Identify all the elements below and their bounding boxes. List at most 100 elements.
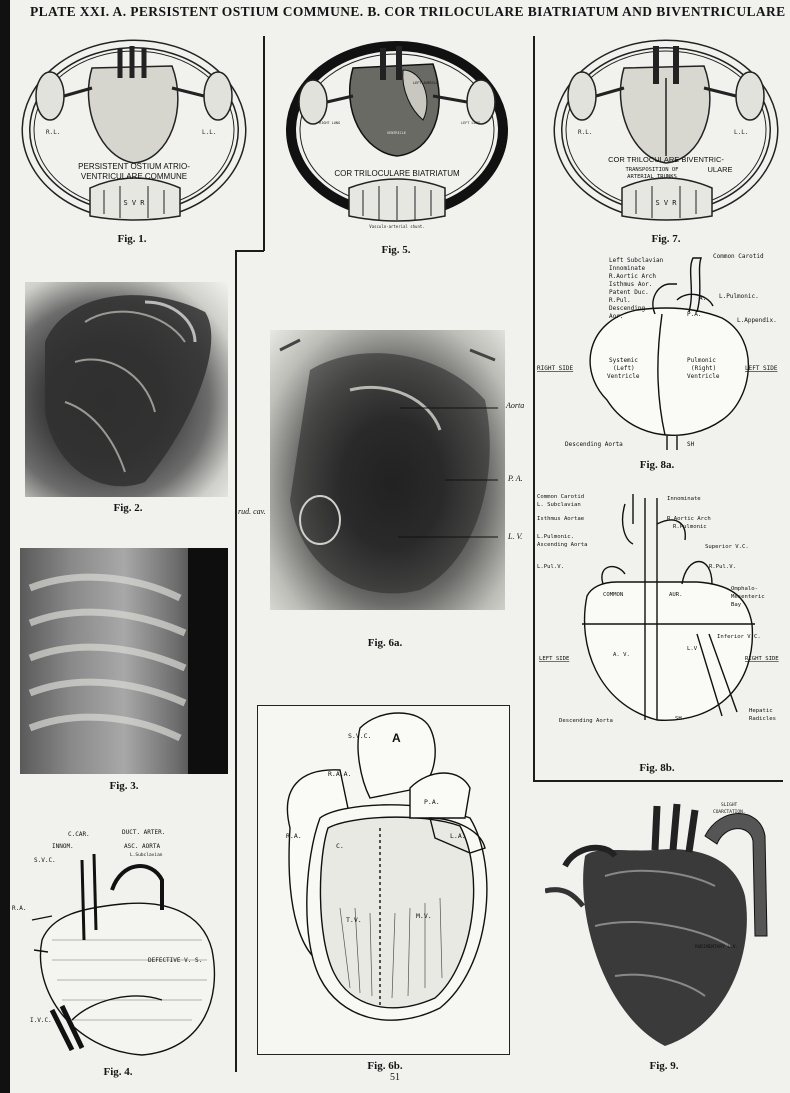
fig8a-a: A. [699, 295, 706, 302]
fig8a-systemic-3: Ventricle [607, 373, 640, 380]
fig4-subclavian: L.Subclavian [130, 852, 163, 858]
fig6b-a: A [392, 731, 401, 745]
fig8a-aor: Aor. [609, 313, 623, 320]
fig8b-aur: AUR. [669, 592, 682, 598]
fig8b-diagram: Common Carotid L. Subclavian Innominate … [537, 484, 783, 739]
fig8b-r-aortic-arch: R.Aortic Arch [667, 516, 711, 522]
fig8b-caption: Fig. 8b. [617, 762, 697, 774]
fig8a-systemic-2: (Left) [613, 365, 635, 372]
fig8b-left-side: LEFT SIDE [539, 656, 570, 662]
fig8a-pulmonic-2: (Right) [691, 365, 716, 372]
fig6a-lv: L. V. [508, 532, 522, 541]
fig6b-pa: P.A. [424, 798, 440, 806]
fig3-xray [20, 548, 228, 774]
fig7-caption: Fig. 7. [626, 233, 706, 245]
divider-vertical-1 [263, 36, 265, 251]
fig8a-caption: Fig. 8a. [617, 459, 697, 471]
fig7-label-line1: COR TRILOCULARE BIVENTRIC- [608, 155, 724, 164]
fig5-left-lung: LEFT LUNG [461, 121, 480, 125]
fig8a-pa: P.A. [687, 311, 701, 318]
fig9-illustration: SLIGHT COARCTATION. RUDIMENTARY L.V. [545, 796, 777, 1054]
divider-vertical-3 [533, 36, 535, 781]
fig9-coarctation: COARCTATION. [713, 809, 746, 815]
fig6b-raa: R.A.A. [328, 770, 351, 778]
fig6a-photo [270, 330, 505, 610]
fig8b-l-pulmonic: L.Pulmonic. [537, 534, 574, 540]
fig8b-av: A. V. [613, 652, 630, 658]
fig8b-ascending-aorta: Ascending Aorta [537, 542, 588, 548]
plate-title: PLATE XXI. A. PERSISTENT OSTIUM COMMUNE.… [30, 4, 770, 20]
fig7-label-line2: ULARE [707, 165, 732, 174]
fig6b-tv: T.V. [346, 916, 362, 924]
fig8a-common-carotid: Common Carotid [713, 253, 764, 260]
fig8a-pulmonic-1: Pulmonic [687, 357, 716, 364]
fig6b-svc: S.V.C. [348, 732, 371, 740]
fig8b-l-pul-v: L.Pul.V. [537, 564, 564, 570]
fig4-caption: Fig. 4. [78, 1066, 158, 1078]
fig6b-mv: M.V. [416, 912, 432, 920]
fig8a-descending-aorta: Descending Aorta [565, 441, 623, 448]
fig9-caption: Fig. 9. [624, 1060, 704, 1072]
fig7-sub1: TRANSPOSITION OF [626, 167, 679, 173]
fig8b-right-side: RIGHT SIDE [745, 656, 779, 662]
fig8a-initials: SH [687, 441, 695, 448]
fig8b-isthmus-aortae: Isthmus Aortae [537, 516, 585, 522]
fig8b-r-pulmonic: R.Pulmonic [673, 524, 707, 530]
fig5-diagram: LEFT AURICLE VENTRICLE RIGHT LUNG LEFT L… [283, 40, 511, 230]
fig8b-common-carotid: Common Carotid [537, 494, 584, 500]
fig4-duct-arter: DUCT. ARTER. [122, 829, 165, 836]
fig1-label-line1: PERSISTENT OSTIUM ATRIO- [78, 162, 190, 171]
fig8b-omphalo-3: Bay [731, 602, 742, 608]
divider-horizontal-2 [533, 780, 783, 782]
fig8b-superior-vc: Superior V.C. [705, 544, 749, 550]
fig4-innom: INNOM. [52, 843, 74, 850]
fig8b-r-pul-v: R.Pul.V. [709, 564, 736, 570]
fig8a-isthmus-aor: Isthmus Aor. [609, 281, 652, 288]
divider-vertical-2 [235, 250, 237, 1072]
fig8a-left-side: LEFT SIDE [745, 365, 778, 372]
fig9-slight: SLIGHT [721, 802, 738, 808]
fig7-ll: L.L. [734, 129, 748, 136]
fig1-label-line2: VENTRICULARE COMMUNE [81, 172, 187, 181]
fig8a-right-side: RIGHT SIDE [537, 365, 574, 372]
fig8b-innominate: Innominate [667, 496, 701, 502]
fig6a-aorta: Aorta [506, 401, 524, 410]
fig6b-ra: R.A. [286, 832, 302, 840]
fig8b-descending-aorta: Descending Aorta [559, 718, 613, 724]
fig7-rl: R.L. [578, 129, 592, 136]
fig8b-hepatic-2: Radicles [749, 716, 776, 722]
fig8a-l-appendix: L.Appendix. [737, 317, 777, 324]
page-number: 51 [375, 1072, 415, 1083]
fig8a-systemic-1: Systemic [609, 357, 638, 364]
fig8b-omphalo-2: Mesenteric [731, 594, 765, 600]
fig5-right-lung: RIGHT LUNG [319, 121, 340, 125]
fig4-c-car: C.CAR. [68, 831, 90, 838]
fig8b-common: COMMON [603, 592, 623, 598]
fig8a-diagram: Common Carotid Left Subclavian Innominat… [537, 250, 783, 455]
fig1-caption: Fig. 1. [92, 233, 172, 245]
fig6a-caption: Fig. 6a. [345, 637, 425, 649]
fig7-diagram: R.L. L.L. COR TRILOCULARE BIVENTRIC- ULA… [552, 38, 780, 228]
fig4-asc-aorta: ASC. AORTA [124, 843, 161, 850]
fig2-photo [25, 282, 228, 497]
fig5-label: COR TRILOCULARE BIATRIATUM [334, 169, 460, 178]
fig7-svr: S V R [655, 199, 677, 207]
fig8a-left-subclavian: Left Subclavian [609, 257, 664, 264]
fig8b-inferior-vc: Inferior V.C. [717, 634, 761, 640]
fig9-rudimentary: RUDIMENTARY L.V. [695, 944, 738, 950]
fig8b-initials: SH [675, 716, 682, 722]
fig5-left-auricle: LEFT AURICLE [413, 81, 438, 85]
fig8b-l-subclavian: L. Subclavian [537, 502, 581, 508]
fig8b-omphalo-1: Omphalo- [731, 586, 758, 592]
fig8a-r-pul: R.Pul. [609, 297, 631, 304]
fig4-ivc: I.V.C. [30, 1017, 52, 1024]
fig8a-l-pulmonic: L.Pulmonic. [719, 293, 759, 300]
fig4-diagram: C.CAR. DUCT. ARTER. INNOM. ASC. AORTA L.… [12, 820, 234, 1065]
fig8a-r-aortic-arch: R.Aortic Arch [609, 273, 656, 280]
fig6b-caption: Fig. 6b. [345, 1060, 425, 1072]
fig4-defective: DEFECTIVE V. S. [148, 957, 202, 964]
fig6a-rud: rud. cav. [238, 507, 266, 516]
fig8b-lv: L.V [687, 646, 698, 652]
fig5-ventricle: VENTRICLE [387, 131, 406, 135]
